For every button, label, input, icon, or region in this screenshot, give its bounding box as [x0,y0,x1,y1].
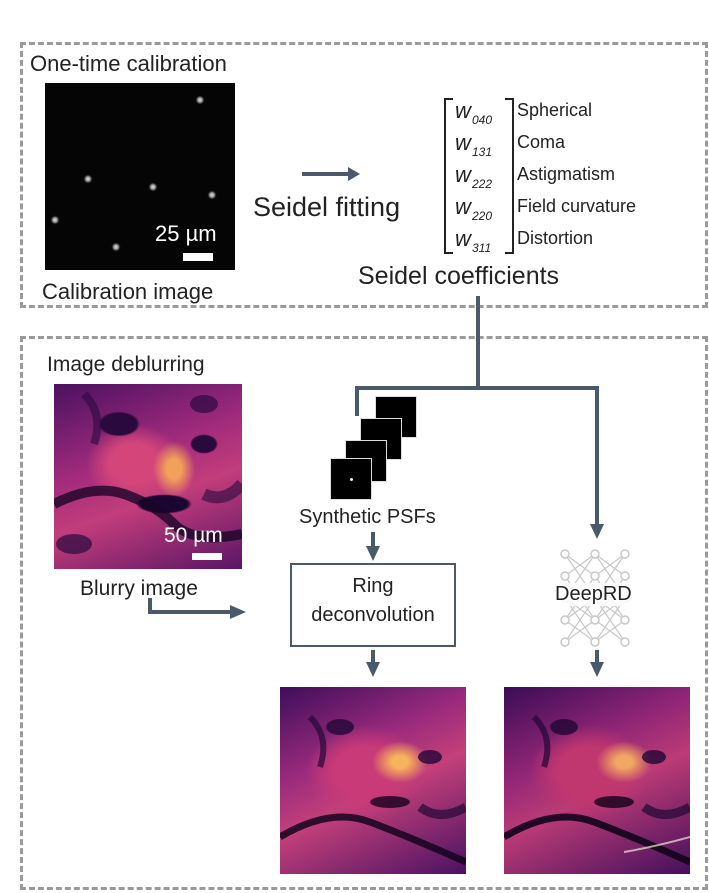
blurry-image: 50 µm [54,384,242,569]
coefficient-subscript: 040 [472,113,493,127]
arrow-calibration-to-fitting [302,167,360,181]
deblurring-panel [20,336,708,890]
arrowhead-ring [366,546,380,561]
calibration-image-label: Calibration image [42,279,214,304]
coefficient-row: w 222 Astigmatism [455,162,695,194]
psf-point [350,478,353,481]
coefficient-name: Coma [517,132,566,152]
ring-label-line1: Ring [352,575,394,597]
calibration-panel [20,42,708,308]
connector-blurry-to-ring [148,598,232,614]
arrowhead-deeprd [590,524,604,539]
calibration-scale-bar [183,253,213,261]
coefficient-row: w 131 Coma [455,130,695,162]
deblurring-title: Image deblurring [47,353,205,376]
calibration-image: 25 µm [45,83,235,270]
ring-output-texture [280,714,466,866]
arrowhead-deeprd-output [590,662,604,677]
calibration-title: One-time calibration [30,51,227,76]
ring-output-image [280,687,466,874]
arrowhead-ring-output [366,662,380,677]
coefficient-symbol: w [455,194,471,219]
coefficient-subscript: 311 [472,241,492,255]
coefficient-symbol: w [455,98,471,123]
psf-tile [330,458,372,500]
blurry-scale-label: 50 µm [164,524,223,547]
deeprd-output-image [504,687,690,874]
ring-label-line2: deconvolution [311,604,435,626]
calibration-scale-label: 25 µm [155,221,217,246]
coefficient-subscript: 131 [472,145,493,159]
seidel-coefficients-label: Seidel coefficients [358,262,560,290]
coefficient-row: w 220 Field curvature [455,194,695,226]
blurry-scale-bar [192,553,222,560]
deeprd-label: DeepRD [553,583,634,606]
coefficient-symbol: w [455,162,471,187]
coefficient-row: w 311 Distortion [455,226,695,258]
blurry-image-label: Blurry image [80,577,198,600]
synthetic-psfs-label: Synthetic PSFs [299,506,436,528]
ring-deconvolution-box: Ring deconvolution [290,563,456,647]
arrowhead-blurry [230,605,246,619]
coefficient-name: Field curvature [517,196,637,216]
coefficient-name: Distortion [517,228,594,248]
blurry-image-texture [54,391,242,554]
coefficient-brackets [444,98,514,254]
deeprd-output-texture [504,714,690,866]
coefficient-name: Spherical [517,100,593,120]
coefficient-row: w 040 Spherical [455,98,695,130]
seidel-fitting-label: Seidel fitting [253,192,401,222]
coefficient-name: Astigmatism [517,164,616,184]
coefficient-subscript: 222 [472,177,493,191]
coefficient-symbol: w [455,130,471,155]
psf-stack [330,396,420,502]
coefficient-subscript: 220 [472,209,493,223]
coefficient-symbol: w [455,226,471,251]
calibration-spots [50,95,217,252]
